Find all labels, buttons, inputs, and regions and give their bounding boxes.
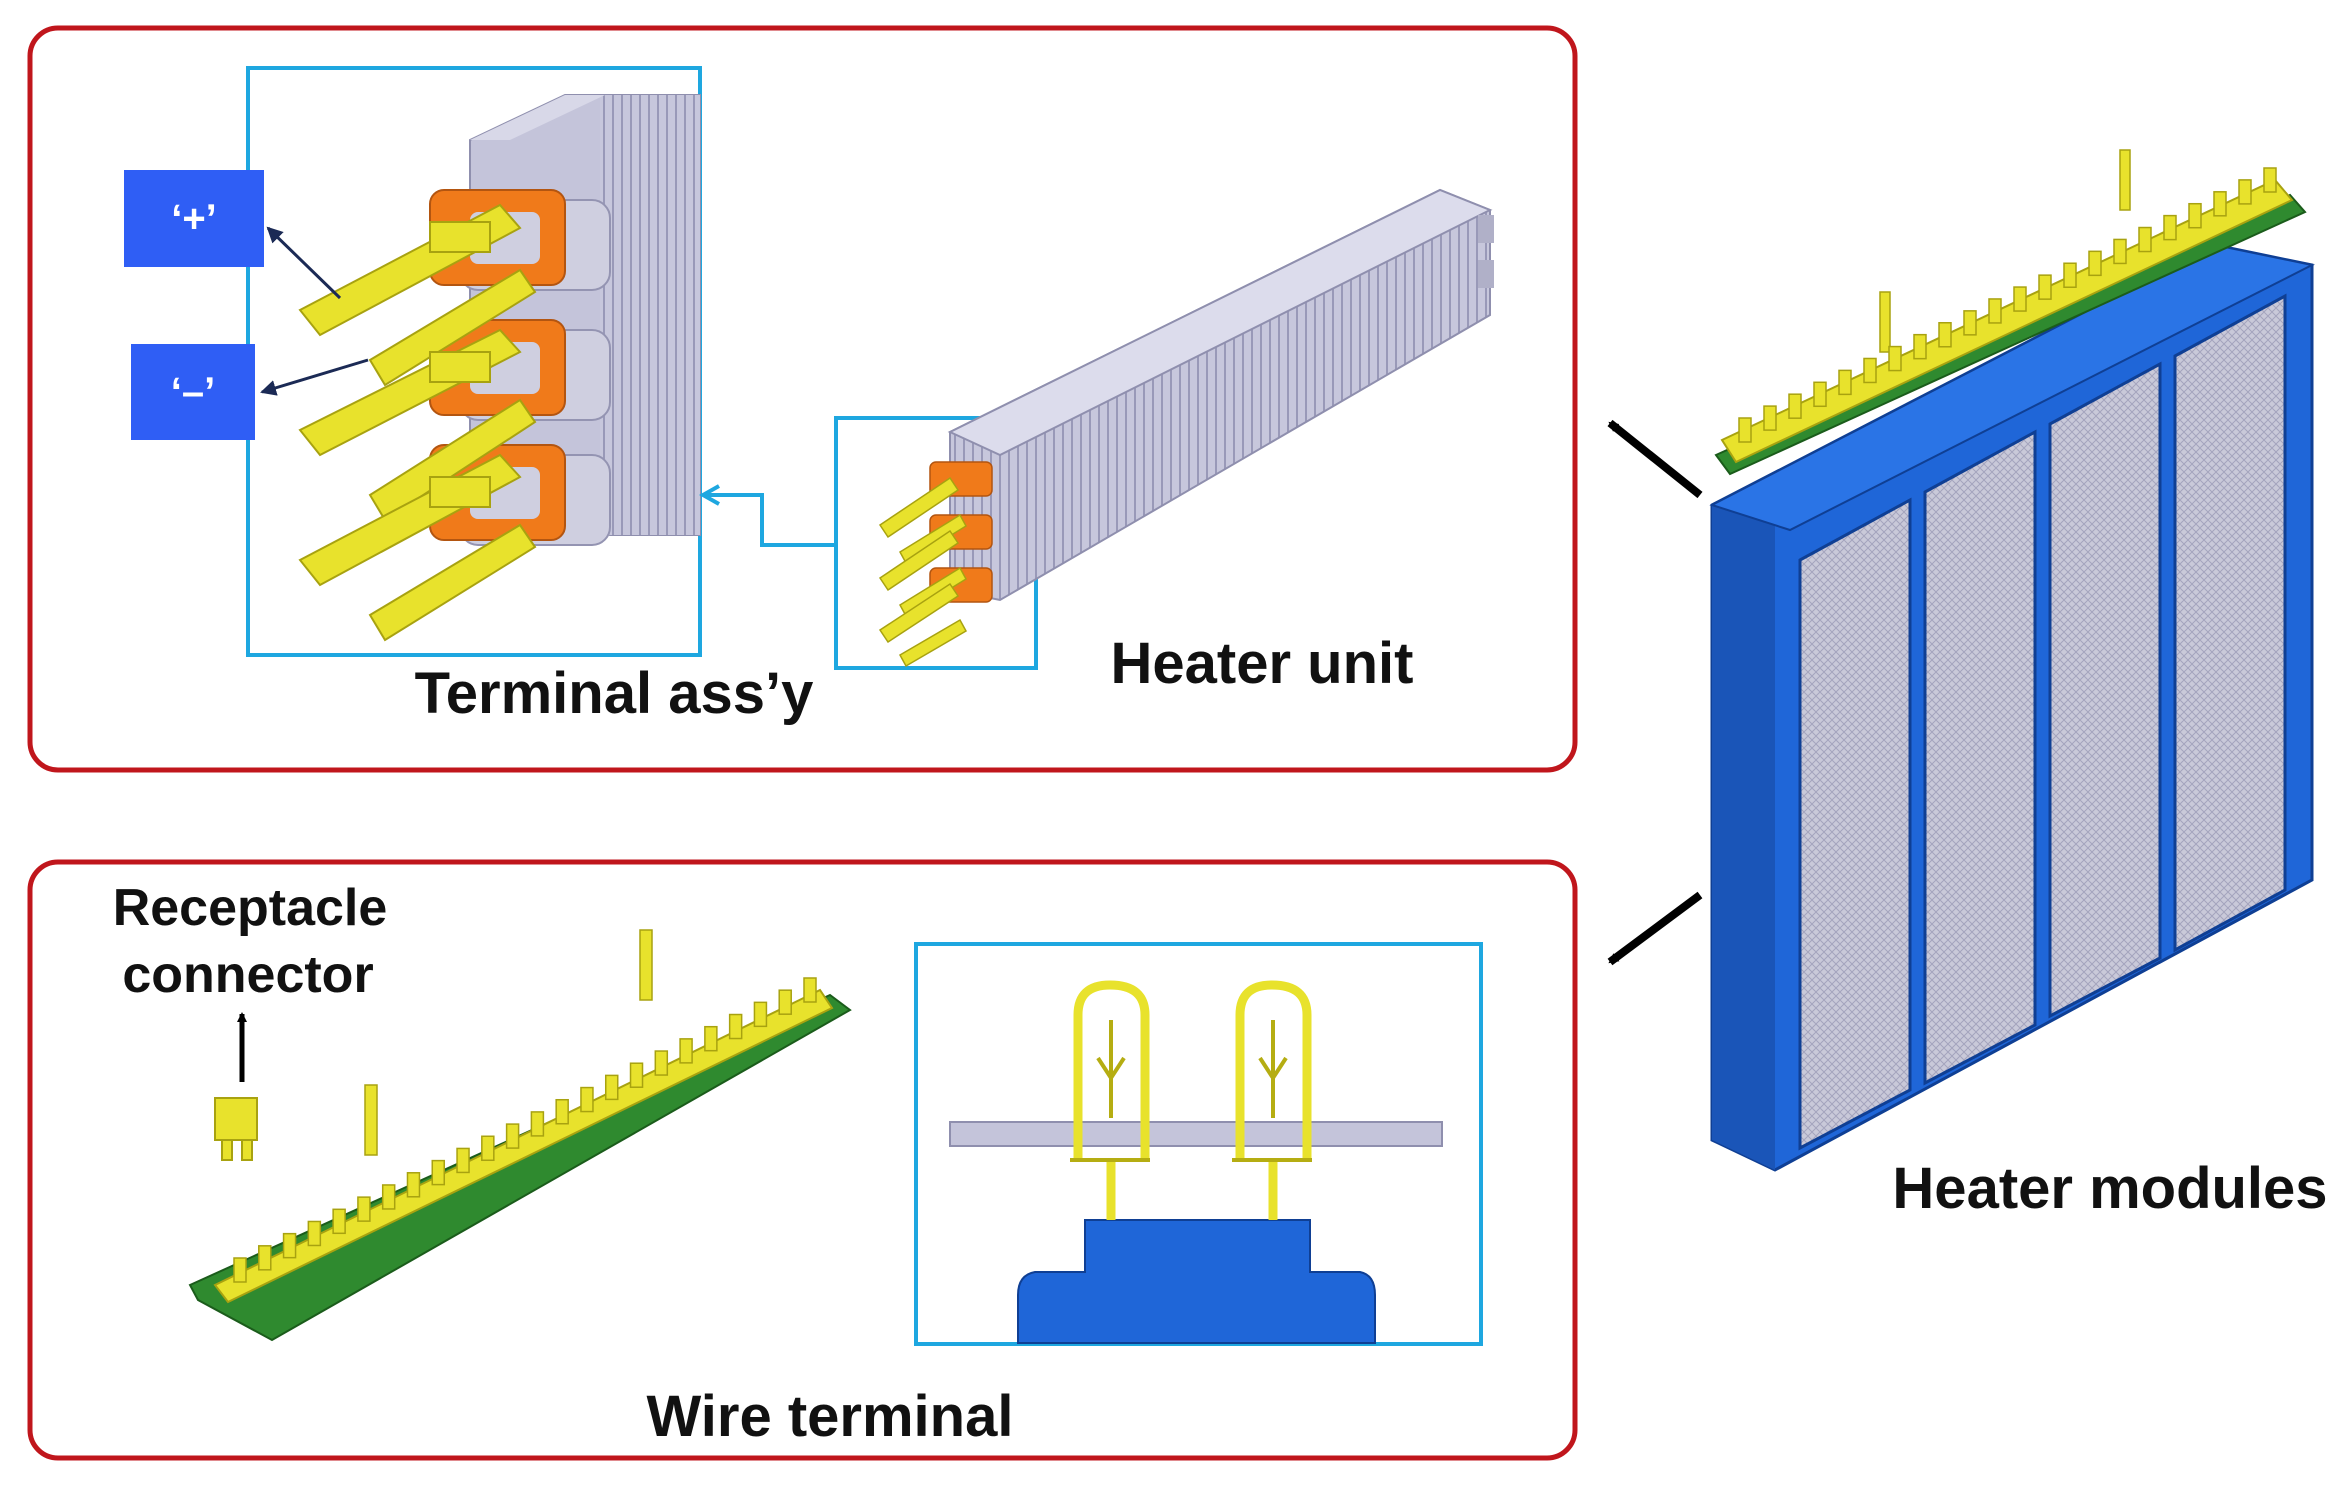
strip-connector-tooth [704,1025,718,1052]
strip-connector-tooth [580,1086,594,1113]
arrow-to-bottom-panel [1607,891,1703,966]
minus-terminal-badge [131,344,255,440]
strip-connector-tooth [332,1208,346,1235]
minus-pointer-arrow [260,358,369,396]
strip-connector-tooth [307,1220,322,1247]
module-connector-tooth [1738,417,1752,443]
strip-connector-tooth [456,1147,470,1174]
receptacle-label-line2: connector [122,946,373,1004]
receptacle-label-line1: Receptacle [113,879,388,937]
plus-terminal-label: ‘+’ [171,197,217,241]
strip-connector-tooth [555,1098,569,1125]
bottom-panel [27,859,1578,1461]
strip-connector-tooth [406,1172,421,1198]
heater-unit-illustration [878,188,1494,668]
module-connector-tooth [1938,322,1952,348]
module-connector-tooth [1813,381,1827,408]
strip-connector-tooth [530,1111,545,1137]
arrow-to-top-panel [1607,419,1703,499]
module-connector-tooth [1788,393,1802,419]
module-connector-tooth [2113,238,2127,265]
connector-strip-illustration [188,929,852,1342]
strip-connector-tooth [357,1196,371,1222]
module-connector-tooth [2038,274,2052,300]
module-connector-tooth [2263,167,2277,193]
strip-connector-tooth [679,1038,693,1064]
strip-connector-tooth [258,1245,272,1271]
plus-terminal-badge [124,170,264,267]
strip-connector-tooth [233,1257,247,1283]
module-connector-tooth [1913,333,1927,360]
module-connector-tooth [2138,226,2152,253]
module-connector-tooth [2188,202,2202,229]
strip-connector-tooth [282,1232,297,1259]
strip-connector-tooth [604,1074,619,1101]
heater-modules-label: Heater modules [1892,1156,2327,1221]
strip-connector-tooth [381,1184,396,1210]
wire-terminal-label: Wire terminal [647,1384,1014,1449]
strip-connector-tooth [431,1159,446,1186]
module-connector-tooth [1763,405,1777,431]
module-connector-tooth [2213,191,2227,217]
heater-unit-label: Heater unit [1111,631,1414,696]
terminal-assy-label: Terminal ass’y [415,661,814,726]
zoom-connector-arrow [703,495,836,547]
plus-pointer-arrow [266,226,342,300]
strip-connector-tooth [654,1050,669,1076]
top-panel [27,25,1578,773]
strip-connector-tooth [481,1135,495,1162]
strip-connector-tooth [629,1062,644,1088]
connector-strip-ticks [233,977,817,1283]
minus-terminal-label: ‘–’ [171,370,215,414]
strip-connector-tooth [728,1013,743,1040]
receptacle-connector-part [214,1097,258,1161]
wire-terminal-illustration [949,980,1443,1344]
strip-connector-tooth [505,1123,520,1149]
module-connector-tooth [1963,310,1977,336]
terminal-pins [298,203,537,642]
strip-connector-tooth [753,1001,768,1028]
strip-connector-tooth [803,977,817,1003]
module-connector-tooth [1863,357,1877,384]
module-connector-tooth [2088,250,2102,277]
module-connector-tooth [2063,262,2077,288]
module-connector-tooth [1988,298,2002,324]
terminal-assy-illustration [298,94,701,642]
module-connector-tooth [1888,345,1902,372]
heater-module-connector-ticks [1738,167,2277,443]
module-connector-tooth [2013,286,2027,312]
module-connector-tooth [1838,369,1852,396]
module-connector-tooth [2163,214,2177,241]
strip-connector-tooth [778,989,792,1015]
heater-modules-illustration [1709,149,2316,1172]
module-connector-tooth [2238,179,2252,205]
